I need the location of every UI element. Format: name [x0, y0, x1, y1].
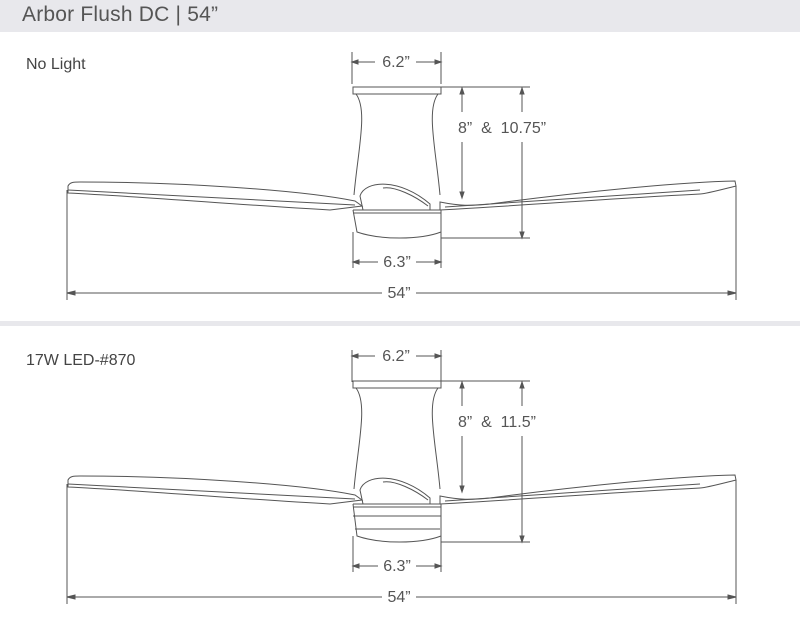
fan-drawing-no-light: 6.2” 8” & 10.75” 6.3” 54” [0, 0, 800, 302]
span-label: 54” [387, 285, 410, 302]
fan-drawing-led: 6.2” 8” & 11.5” 6.3” 54” [0, 348, 800, 606]
variant-label-led: 17W LED-#870 [26, 352, 136, 369]
height-label: 8” & 11.5” [458, 414, 536, 431]
header-bar: Arbor Flush DC | 54” [0, 0, 800, 32]
span-label: 54” [387, 589, 410, 606]
section-divider [0, 321, 800, 326]
light-width-label: 6.3” [383, 558, 411, 575]
canopy-width-label: 6.2” [382, 348, 410, 365]
light-width-label: 6.3” [383, 254, 411, 271]
variant-label-no-light: No Light [26, 56, 86, 73]
height-label: 8” & 10.75” [458, 120, 546, 137]
canopy-width-label: 6.2” [382, 54, 410, 71]
page-title: Arbor Flush DC | 54” [22, 3, 219, 26]
